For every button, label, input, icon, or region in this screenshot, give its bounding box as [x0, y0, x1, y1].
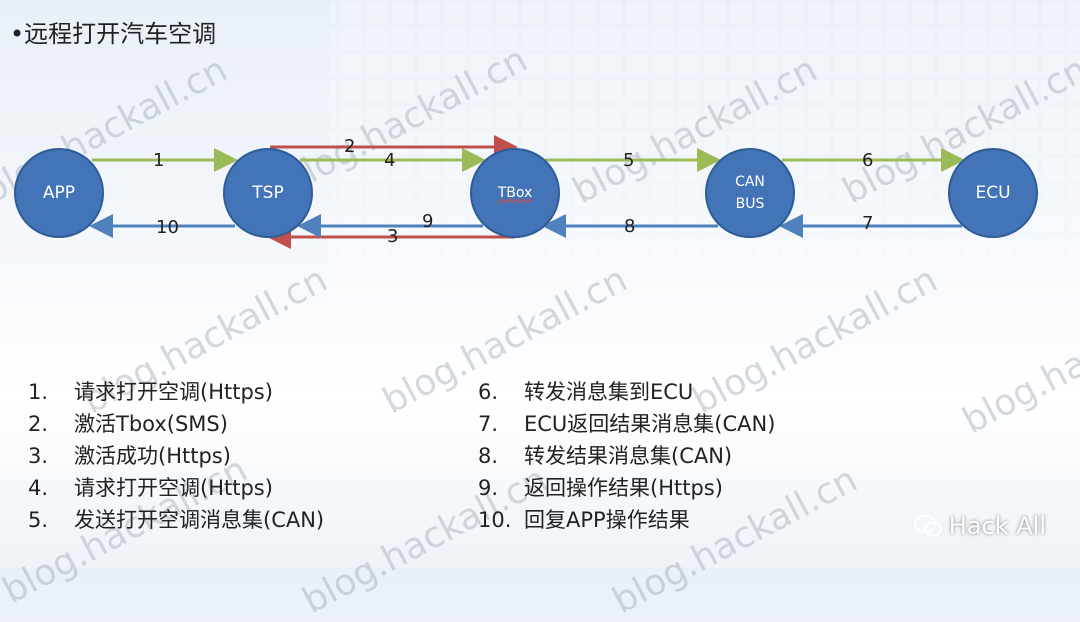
- step-item: 8.转发结果消息集(CAN): [478, 444, 733, 468]
- step-item: 4.请求打开空调(Https): [28, 476, 273, 500]
- step-item: 3.激活成功(Https): [28, 444, 231, 468]
- step-item: 5.发送打开空调消息集(CAN): [28, 508, 325, 532]
- arrow-label-7: 7: [862, 213, 874, 234]
- node-tsp: TSP: [223, 148, 313, 238]
- node-tsp-label: TSP: [252, 183, 284, 203]
- arrow-label-6: 6: [862, 150, 874, 171]
- node-ecu: ECU: [948, 148, 1038, 238]
- step-item: 9.返回操作结果(Https): [478, 476, 723, 500]
- step-item: 10.回复APP操作结果: [478, 508, 690, 532]
- step-item: 6.转发消息集到ECU: [478, 380, 694, 404]
- arrow-label-4: 4: [384, 150, 396, 171]
- arrow-label-1: 1: [153, 150, 165, 171]
- node-app: APP: [14, 148, 104, 238]
- step-item: 2.激活Tbox(SMS): [28, 412, 228, 436]
- brand-label: Hack All: [948, 512, 1046, 540]
- node-tbox: TBox: [470, 148, 560, 238]
- arrow-label-5: 5: [623, 150, 635, 171]
- node-app-label: APP: [42, 183, 76, 203]
- steps-list-right: 6.转发消息集到ECU 7.ECU返回结果消息集(CAN) 8.转发结果消息集(…: [478, 376, 775, 536]
- steps-list-left: 1.请求打开空调(Https) 2.激活Tbox(SMS) 3.激活成功(Htt…: [28, 376, 324, 536]
- step-item: 7.ECU返回结果消息集(CAN): [478, 412, 776, 436]
- node-bus-label: BUS: [735, 196, 765, 212]
- arrow-label-3: 3: [387, 226, 399, 247]
- arrow-label-2: 2: [344, 136, 356, 157]
- arrow-label-9: 9: [422, 211, 434, 232]
- step-item: 1.请求打开空调(Https): [28, 380, 273, 404]
- node-ecu-label: ECU: [975, 183, 1011, 203]
- wechat-icon: [913, 515, 942, 537]
- arrow-label-10: 10: [156, 217, 179, 238]
- brand-watermark: Hack All: [913, 512, 1046, 540]
- node-can-label: CAN: [735, 174, 765, 190]
- node-tbox-label: TBox: [497, 185, 533, 201]
- flow-arrows: [89, 135, 965, 249]
- page-title: •远程打开汽车空调: [10, 20, 217, 48]
- arrow-label-8: 8: [624, 216, 636, 237]
- node-can-bus: CAN BUS: [705, 148, 795, 238]
